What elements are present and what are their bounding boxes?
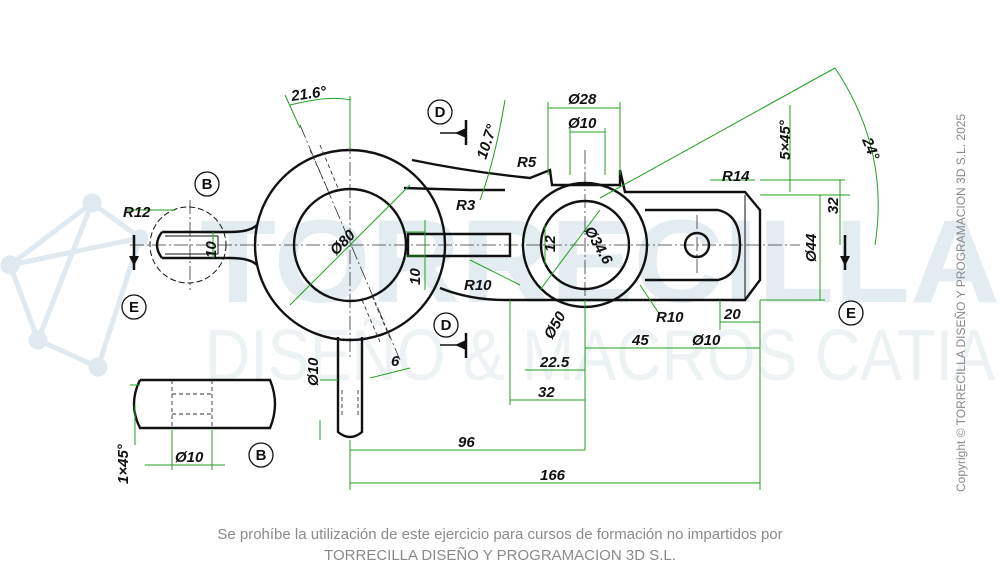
label-e-left-text: E [129,299,139,316]
dim-dia-10-detail: Ø10 [175,449,204,466]
footer-line-1: Se prohíbe la utilización de este ejerci… [217,526,783,543]
label-d-top: D [427,99,453,125]
dim-chamfer-5x45: 5×45° [777,119,794,160]
dim-96: 96 [458,434,475,451]
section-markers [129,120,850,358]
dim-angle-24: 24° [858,134,883,163]
pin-hole-circle [683,231,711,259]
dim-dia-44: Ø44 [803,233,820,262]
label-d-top-text: D [435,104,446,121]
dim-r12: R12 [123,204,151,221]
dim-dia-10-top: Ø10 [568,115,597,132]
label-b-bottom-text: B [256,447,267,464]
label-b-top-text: B [202,176,213,193]
copyright-notice: Copyright © TORRECILLA DISEÑO Y PROGRAMA… [954,113,968,492]
detail-circle-b [149,206,227,284]
dim-22-5: 22.5 [539,354,570,371]
dim-10-slot: 10 [407,268,424,285]
dim-166: 166 [540,467,566,484]
detail-view-b [132,378,277,430]
dim-6: 6 [391,353,400,370]
label-d-bottom: D [433,312,459,338]
dim-r3: R3 [456,197,476,214]
dim-20: 20 [723,306,741,323]
label-d-bottom-text: D [441,317,452,334]
dimension-lines [125,67,879,490]
watermark-subtitle: DISEÑO & MACROS CATIA [205,316,995,396]
dim-r10-a: R10 [464,277,492,294]
watermark-logo [0,193,149,377]
dim-angle-21-6: 21.6° [289,83,328,105]
dim-dia-10-right: Ø10 [692,332,721,349]
dim-dia-28: Ø28 [568,91,597,108]
ring-bore-circle [539,199,631,291]
dim-12: 12 [542,235,559,252]
dim-chamfer-1x45: 1×45° [115,443,132,484]
dim-r5: R5 [517,154,537,171]
footer-line-2: TORRECILLA DISEÑO Y PROGRAMACION 3D S.L. [324,547,676,564]
label-b-top: B [194,171,220,197]
label-e-right-text: E [846,305,856,322]
dim-32-right: 32 [825,197,842,214]
dim-r10-b: R10 [656,309,684,326]
dim-r14: R14 [722,168,750,185]
dim-45: 45 [631,332,649,349]
label-e-left: E [121,294,147,320]
dim-dia-10-pin: Ø10 [305,357,322,386]
label-b-bottom: B [248,442,274,468]
dim-32-bottom: 32 [538,384,555,401]
boss-bore-circle [292,187,408,303]
watermark: TORRECILLA DISEÑO & MACROS CATIA [0,193,1000,396]
label-e-right: E [838,300,864,326]
dim-10-left: 10 [203,241,220,258]
centerlines [130,124,800,361]
